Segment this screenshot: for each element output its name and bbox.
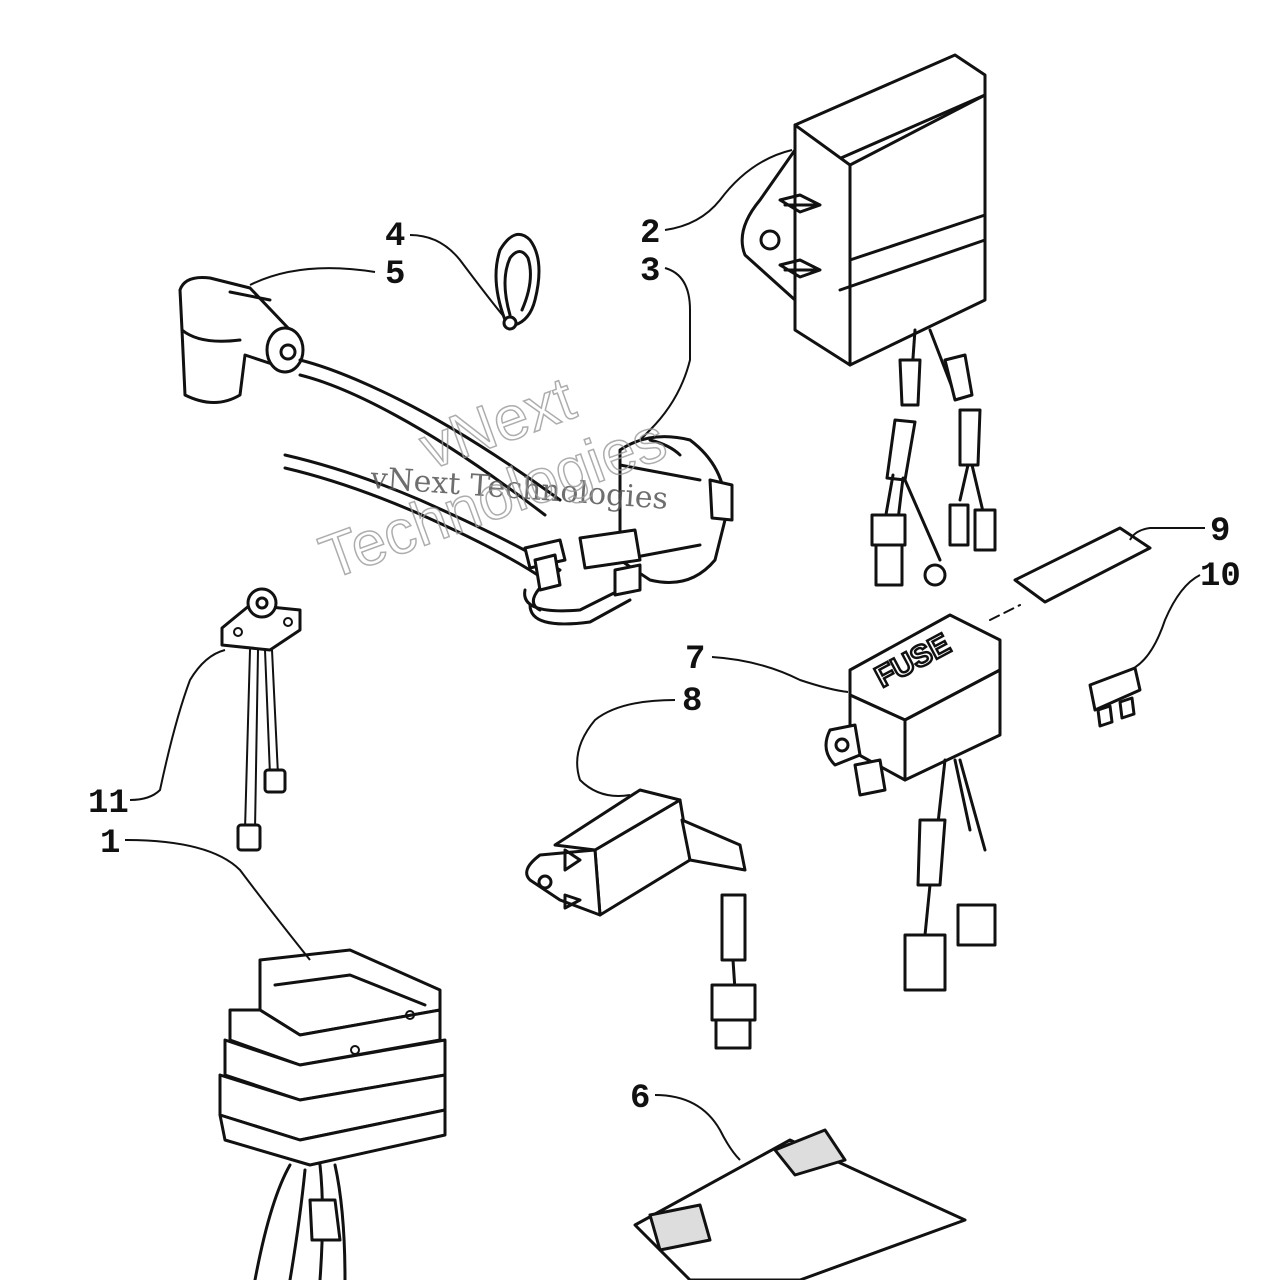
part-1-regulator <box>218 948 447 1280</box>
callout-10: 10 <box>1200 558 1241 596</box>
part-4-wire-clip <box>494 232 541 331</box>
part-7-fuse-box: FUSE <box>824 613 1002 992</box>
callout-numbers: 2 3 4 5 9 10 7 8 11 1 6 <box>88 215 1241 1118</box>
part-8-module <box>525 788 757 1050</box>
callout-4: 4 <box>385 218 405 256</box>
callout-11: 11 <box>88 785 129 823</box>
callout-3: 3 <box>640 253 660 291</box>
callout-7: 7 <box>685 641 705 679</box>
leader-lines <box>124 149 1205 1161</box>
callout-6: 6 <box>630 1080 650 1118</box>
part-3-ignition-coil <box>283 358 734 626</box>
part-10-blade-fuse <box>1088 666 1142 728</box>
part-6-pad <box>633 1128 967 1280</box>
callout-8: 8 <box>682 683 702 721</box>
part-5-spark-plug-cap <box>178 276 305 404</box>
callout-9: 9 <box>1210 513 1230 551</box>
callout-5: 5 <box>385 256 405 294</box>
callout-1: 1 <box>100 825 120 863</box>
part-9-label <box>989 526 1152 621</box>
part-2-cdi-module <box>740 53 997 587</box>
callout-2: 2 <box>640 215 660 253</box>
part-11-sensor <box>220 587 302 852</box>
